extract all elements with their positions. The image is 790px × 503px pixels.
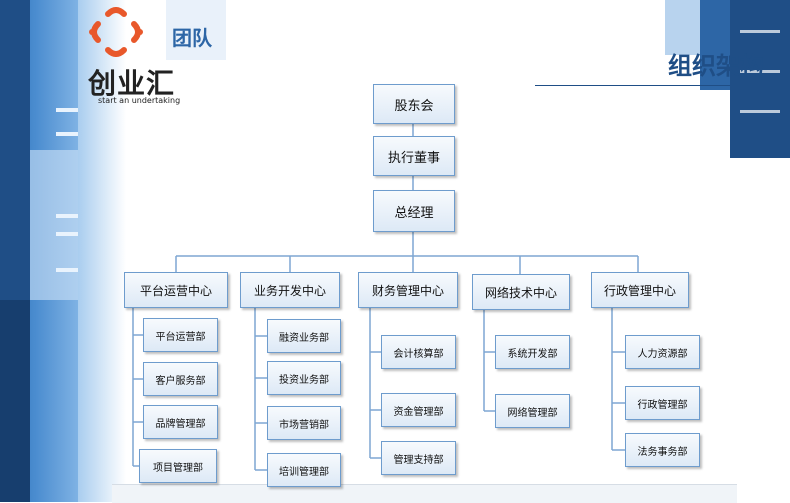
node-dept: 投资业务部 [267, 361, 341, 395]
section-label-backdrop [166, 0, 226, 60]
right-light-block [665, 0, 700, 55]
node-exec-director: 执行董事 [373, 136, 455, 176]
node-dept: 客户服务部 [143, 362, 218, 396]
node-general-manager: 总经理 [373, 190, 455, 232]
node-dept: 法务事务部 [625, 433, 700, 467]
node-dept: 系统开发部 [495, 335, 570, 369]
node-center-network: 网络技术中心 [472, 274, 570, 310]
node-dept: 融资业务部 [267, 319, 341, 353]
right-dark-block [730, 0, 790, 158]
node-dept: 行政管理部 [625, 386, 700, 420]
left-navy-band [0, 300, 30, 502]
node-center-business: 业务开发中心 [240, 272, 340, 308]
node-center-finance: 财务管理中心 [358, 272, 458, 308]
right-stripe [740, 70, 780, 73]
node-shareholders: 股东会 [373, 84, 455, 124]
right-stripe [740, 110, 780, 113]
node-dept: 培训管理部 [267, 453, 341, 487]
brand-logo-subtitle: start an undertaking [98, 96, 181, 105]
title-underline [535, 85, 790, 86]
left-stripe [56, 232, 78, 236]
node-dept: 人力资源部 [625, 335, 700, 369]
node-dept: 平台运营部 [143, 318, 218, 352]
brand-logo-text: 创业汇 [88, 67, 176, 100]
node-dept: 管理支持部 [381, 441, 456, 475]
left-light-strip [30, 150, 78, 300]
node-center-admin: 行政管理中心 [591, 272, 689, 308]
node-dept: 资金管理部 [381, 393, 456, 427]
node-center-platform: 平台运营中心 [124, 272, 228, 308]
right-mid-block [700, 0, 730, 90]
node-dept: 网络管理部 [495, 394, 570, 428]
left-stripe [56, 108, 78, 112]
page-title: 组织架构 [668, 52, 764, 80]
left-stripe [56, 268, 78, 272]
node-dept: 项目管理部 [139, 449, 217, 483]
bottom-bar [112, 484, 737, 503]
left-stripe [56, 214, 78, 218]
node-dept: 市场营销部 [267, 406, 341, 440]
node-dept: 会计核算部 [381, 335, 456, 369]
left-gradient-fade [78, 0, 126, 502]
node-dept: 品牌管理部 [143, 405, 218, 439]
right-stripe [740, 30, 780, 33]
left-decor-panel [0, 0, 78, 502]
right-decor-panel [665, 0, 790, 200]
brand-logo-icon [89, 7, 143, 57]
left-stripe [56, 132, 78, 136]
section-label: 团队 [172, 26, 212, 50]
